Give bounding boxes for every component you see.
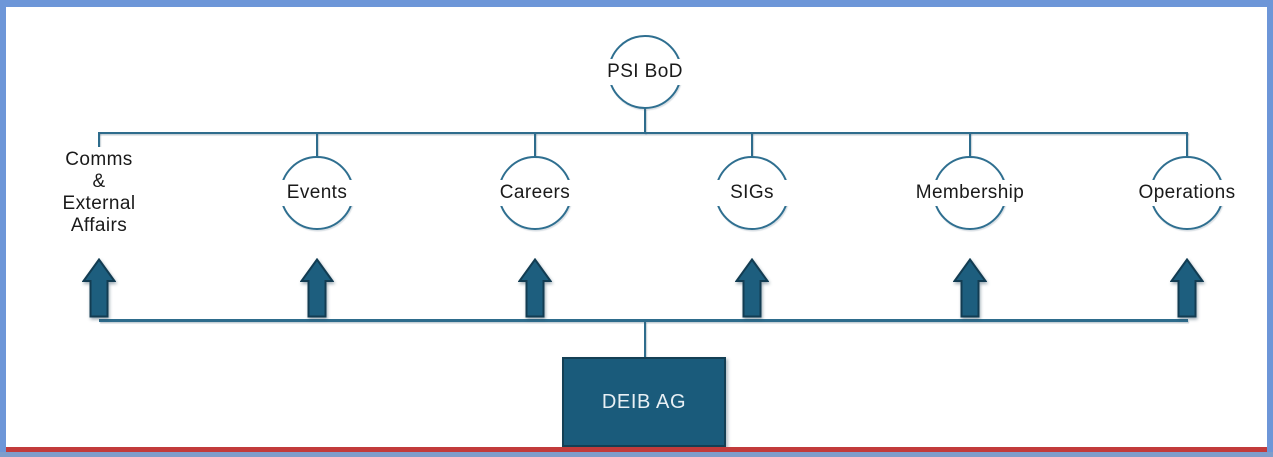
connector-stub [98,132,100,157]
dept-label: Careers [490,180,580,206]
dept-label: Comms & External Affairs [54,147,144,239]
up-arrow-icon [518,258,552,318]
frame-border-bottom [0,452,1273,457]
dept-label: Events [272,180,362,206]
up-arrow-icon [1170,258,1204,318]
connector-stub [751,132,753,157]
root-label: PSI BoD [600,59,690,85]
up-arrow-icon [953,258,987,318]
connector-stub [534,132,536,157]
frame-border-top [0,0,1273,7]
deib-horizontal-line [99,319,1188,322]
deib-ag-label: DEIB AG [601,390,687,413]
dept-label: Operations [1133,180,1241,206]
frame-border-right [1267,0,1273,457]
frame-border-left [0,0,6,457]
connector-deib-to-line [644,321,646,358]
connector-stub [1186,132,1188,157]
up-arrow-icon [300,258,334,318]
bottom-red-rule [6,447,1267,452]
connector-root-to-tree [644,108,646,133]
up-arrow-icon [735,258,769,318]
dept-label: Membership [910,180,1030,206]
connector-stub [969,132,971,157]
tree-horizontal-line [98,132,1188,134]
dept-label: SIGs [707,180,797,206]
connector-stub [316,132,318,157]
up-arrow-icon [82,258,116,318]
deib-ag-box: DEIB AG [562,357,726,447]
